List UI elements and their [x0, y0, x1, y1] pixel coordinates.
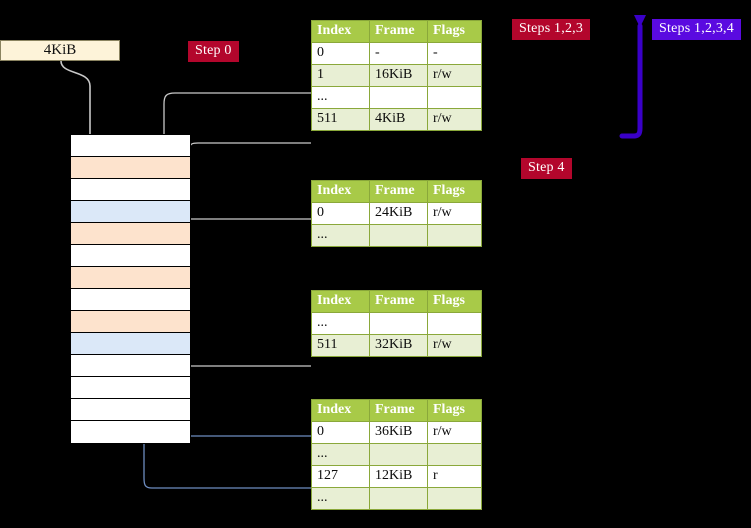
memory-frame-5: [71, 245, 190, 267]
table-row: 0--: [311, 42, 482, 65]
wire-level4-511-to-memory: [177, 136, 311, 156]
cell-frame: [369, 86, 428, 109]
cell-frame: 32KiB: [369, 334, 428, 357]
cell-flags: r/w: [427, 421, 482, 444]
column-header-index: Index: [311, 399, 370, 422]
column-header-flags: Flags: [427, 180, 482, 203]
column-header-frame: Frame: [369, 290, 428, 313]
column-header-flags: Flags: [427, 20, 482, 43]
cell-flags: [427, 443, 482, 466]
cell-index: 0: [311, 202, 370, 225]
column-header-frame: Frame: [369, 20, 428, 43]
cell-frame: [369, 443, 428, 466]
cell-index: 511: [311, 334, 370, 357]
cell-flags: [427, 224, 482, 247]
cell-flags: [427, 86, 482, 109]
cell-frame: [369, 312, 428, 335]
column-header-frame: Frame: [369, 180, 428, 203]
table-row: ...: [311, 487, 482, 510]
cell-index: 1: [311, 64, 370, 87]
cell-flags: [427, 487, 482, 510]
cell-frame: 16KiB: [369, 64, 428, 87]
badge-steps-1234-label: Steps 1,2,3,4: [659, 21, 734, 36]
wire-level2-to-memory: [177, 314, 311, 367]
memory-frame-4: [71, 223, 190, 245]
memory-frame-7: [71, 289, 190, 311]
badge-step-4-label: Step 4: [528, 160, 565, 175]
cell-frame: 36KiB: [369, 421, 428, 444]
cell-flags: r/w: [427, 64, 482, 87]
badge-steps-123-label: Steps 1,2,3: [519, 21, 584, 36]
cell-flags: [427, 312, 482, 335]
memory-frame-10: [71, 355, 190, 377]
column-header-index: Index: [311, 180, 370, 203]
cell-frame: [369, 487, 428, 510]
column-header-index: Index: [311, 20, 370, 43]
memory-frame-1: [71, 157, 190, 179]
cell-flags: r/w: [427, 202, 482, 225]
table-row: ...: [311, 312, 482, 335]
memory-frame-6: [71, 267, 190, 289]
cell-index: ...: [311, 487, 370, 510]
column-header-flags: Flags: [427, 290, 482, 313]
cell-flags: r/w: [427, 334, 482, 357]
badge-steps-1234: Steps 1,2,3,4: [652, 19, 741, 40]
memory-frame-9: [71, 333, 190, 355]
cell-index: ...: [311, 312, 370, 335]
size-label-text: 4KiB: [43, 42, 77, 58]
cell-flags: r: [427, 465, 482, 488]
cell-index: 127: [311, 465, 370, 488]
badge-steps-123: Steps 1,2,3: [512, 19, 591, 40]
cell-frame: 24KiB: [369, 202, 428, 225]
cell-index: ...: [311, 224, 370, 247]
memory-frame-12: [71, 399, 190, 421]
size-label-box: 4KiB: [0, 40, 120, 61]
wire-level3-to-memory: [177, 218, 311, 252]
memory-frame-0: [71, 135, 190, 157]
memory-frame-8: [71, 311, 190, 333]
cell-flags: -: [427, 42, 482, 65]
column-header-flags: Flags: [427, 399, 482, 422]
badge-step-0: Step 0: [188, 41, 239, 62]
cell-index: 511: [311, 108, 370, 131]
cell-frame: 12KiB: [369, 465, 428, 488]
table-row: ...: [311, 224, 482, 247]
badge-step-4: Step 4: [521, 158, 572, 179]
cell-flags: r/w: [427, 108, 482, 131]
cell-index: 0: [311, 421, 370, 444]
physical-memory-column: [70, 134, 191, 444]
column-header-frame: Frame: [369, 399, 428, 422]
cell-index: ...: [311, 86, 370, 109]
memory-frame-13: [71, 421, 190, 443]
cell-frame: -: [369, 42, 428, 65]
badge-step-0-label: Step 0: [195, 43, 232, 58]
cell-index: 0: [311, 42, 370, 65]
cell-frame: [369, 224, 428, 247]
column-header-index: Index: [311, 290, 370, 313]
memory-frame-2: [71, 179, 190, 201]
table-row: ...: [311, 443, 482, 466]
cell-index: ...: [311, 443, 370, 466]
table-row: ...: [311, 86, 482, 109]
memory-frame-3: [71, 201, 190, 223]
arrow-steps-1234: [619, 15, 646, 139]
memory-frame-11: [71, 377, 190, 399]
cell-frame: 4KiB: [369, 108, 428, 131]
